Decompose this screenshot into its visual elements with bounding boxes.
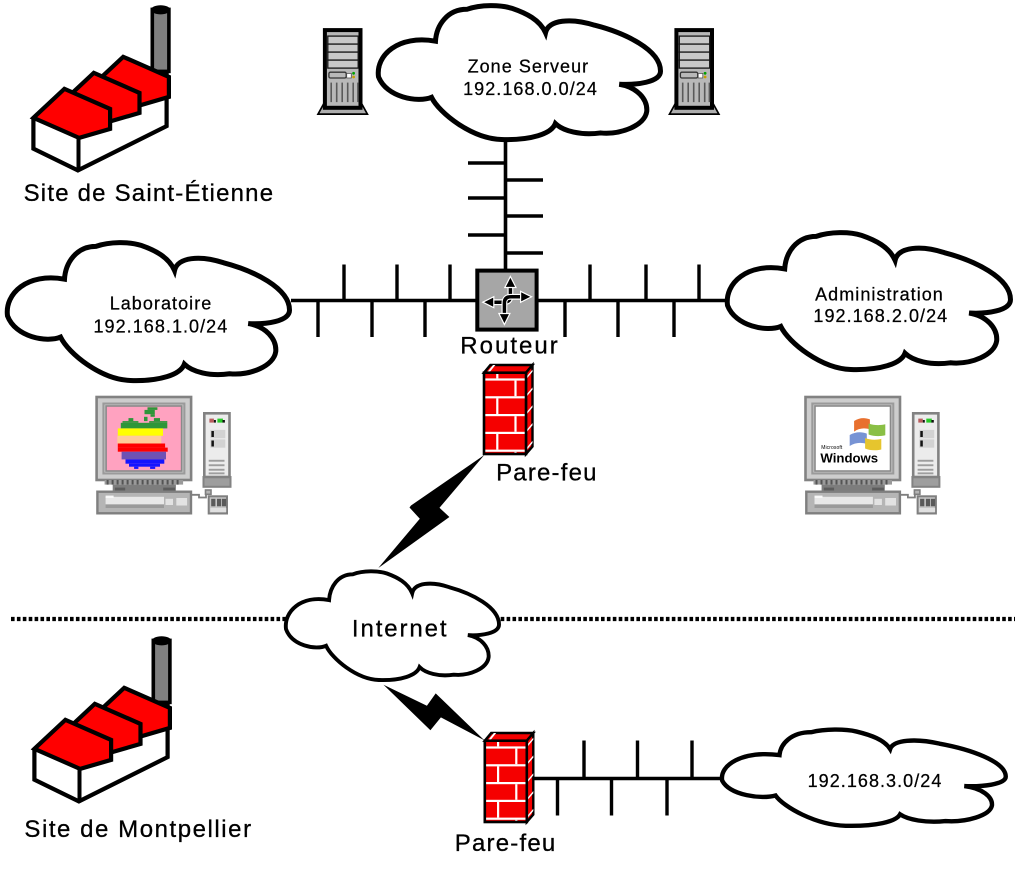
svg-text:Site de Montpellier: Site de Montpellier [24, 816, 252, 843]
svg-text:Windows: Windows [820, 450, 878, 465]
svg-text:Internet: Internet [352, 616, 449, 643]
svg-text:192.168.2.0/24: 192.168.2.0/24 [813, 306, 948, 326]
svg-text:Pare-feu: Pare-feu [496, 460, 598, 487]
svg-text:192.168.0.0/24: 192.168.0.0/24 [463, 79, 598, 99]
svg-text:Administration: Administration [815, 285, 944, 305]
svg-text:Pare-feu: Pare-feu [455, 830, 557, 857]
svg-text:Microsoft: Microsoft [821, 445, 843, 451]
svg-text:192.168.1.0/24: 192.168.1.0/24 [93, 317, 228, 337]
svg-text:Site de Saint-Étienne: Site de Saint-Étienne [24, 180, 275, 207]
svg-text:Routeur: Routeur [460, 333, 559, 360]
svg-text:192.168.3.0/24: 192.168.3.0/24 [808, 771, 943, 791]
svg-text:Zone Serveur: Zone Serveur [468, 57, 590, 77]
svg-text:Laboratoire: Laboratoire [110, 294, 213, 314]
